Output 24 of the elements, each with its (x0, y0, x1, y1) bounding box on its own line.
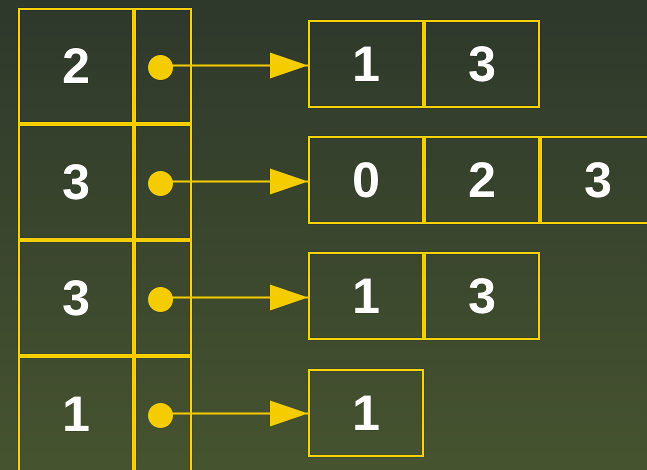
degree-cell: 2 (18, 8, 134, 124)
list-cell: 3 (424, 20, 540, 108)
arrow (171, 52, 308, 78)
pointer-dot (148, 55, 173, 80)
list-cell: 2 (424, 136, 540, 224)
list-cell: 3 (540, 136, 647, 224)
list-cell: 1 (308, 369, 424, 457)
degree-cell: 1 (18, 356, 134, 470)
list-cell: 1 (308, 252, 424, 340)
arrow (171, 400, 308, 426)
pointer-cell (134, 8, 192, 124)
pointer-dot (148, 287, 173, 312)
pointer-dot (148, 171, 173, 196)
degree-cell: 3 (18, 240, 134, 356)
list-cell: 1 (308, 20, 424, 108)
pointer-cell (134, 240, 192, 356)
arrow (171, 284, 308, 310)
list-cell: 3 (424, 252, 540, 340)
degree-cell: 3 (18, 124, 134, 240)
pointer-cell (134, 124, 192, 240)
list-cell: 0 (308, 136, 424, 224)
pointer-dot (148, 403, 173, 428)
pointer-cell (134, 356, 192, 470)
arrow (171, 168, 308, 194)
